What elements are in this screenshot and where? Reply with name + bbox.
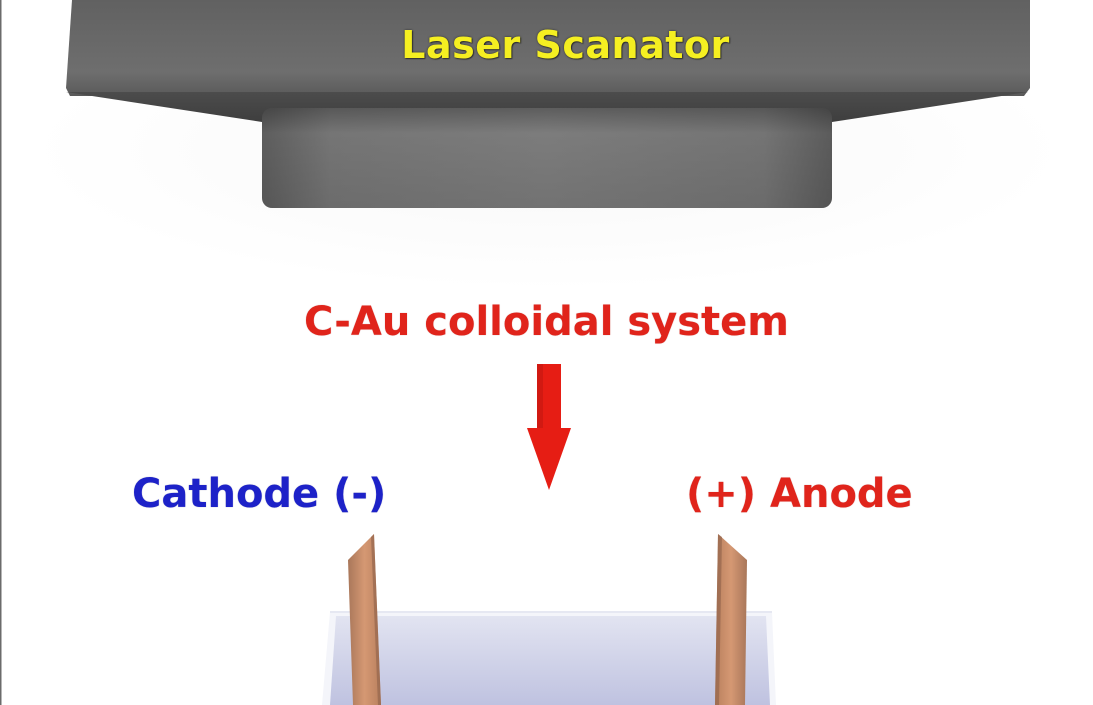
scanner-housing [66, 0, 1030, 96]
scanner-lens-shade [262, 108, 832, 208]
colloid-system-label: C-Au colloidal system [304, 299, 789, 345]
electrolysis-cell [322, 611, 776, 705]
down-arrow-icon [527, 364, 571, 490]
cathode-electrode [348, 534, 381, 705]
laser-scanner-label: Laser Scanator [401, 23, 730, 67]
cathode-label: Cathode (-) [132, 471, 387, 517]
anode-label: (+) Anode [686, 471, 913, 517]
laser-scanner-device [0, 0, 1030, 705]
anode-electrode [715, 534, 747, 705]
colloid-liquid [330, 616, 770, 705]
frame-left-edge [0, 0, 2, 705]
